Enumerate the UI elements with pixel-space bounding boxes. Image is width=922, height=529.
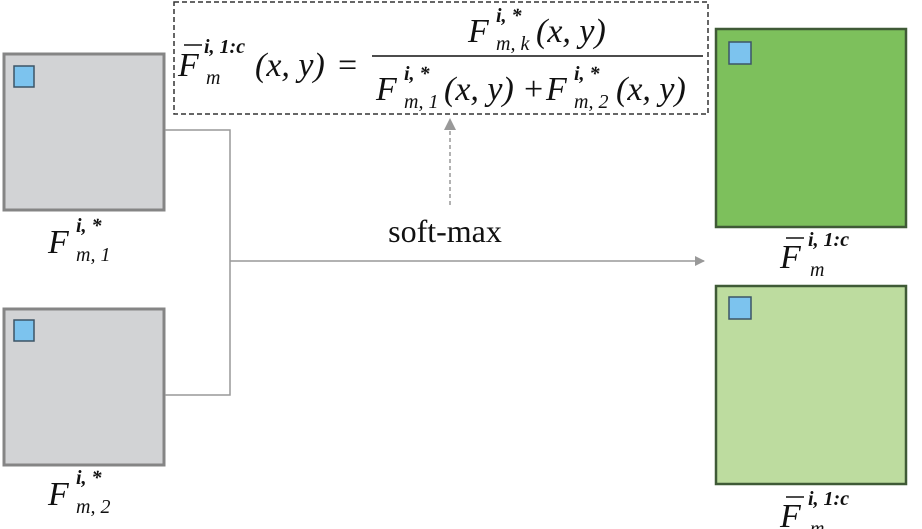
output-feature-map-2 [714,284,908,486]
merge-connector [165,129,231,396]
label-symbol: F [779,498,802,529]
label-sup: i, * [76,467,103,489]
den-symbol-1: F [375,71,398,108]
label-sup: i, 1:c [808,229,849,251]
patch-icon [13,319,35,342]
den-sub-2: m, 2 [574,91,608,113]
label-sup: i, 1:c [808,488,849,510]
input-feature-map-2 [2,307,166,467]
output-label-2: F i, 1:c m [779,488,849,529]
den-sup-2: i, * [574,63,601,85]
output-label-1: F i, 1:c m [779,229,849,281]
num-symbol: F [467,13,490,50]
lhs-symbol: F [177,47,200,84]
num-args: (x, y) [536,13,606,50]
patch-icon [728,296,752,320]
input-feature-map-1 [2,52,166,212]
input-label-1: F i, * m, 1 [47,215,110,266]
den-args-1: (x, y) [444,71,514,108]
den-args-2: (x, y) [616,71,686,108]
den-symbol-2: F [545,71,568,108]
label-sup: i, * [76,215,103,237]
patch-icon [13,65,35,88]
num-sup: i, * [496,5,523,27]
input-label-2: F i, * m, 2 [47,467,110,518]
formula-box [173,1,709,115]
softmax-label: soft-max [388,213,502,249]
num-sub: m, k [496,33,530,55]
den-sub-1: m, 1 [404,91,438,113]
label-sub: m [810,259,824,281]
lhs-sup: i, 1:c [204,36,245,58]
label-symbol: F [47,224,70,261]
label-symbol: F [47,476,70,513]
label-sub: m, 1 [76,244,110,266]
plus: + [524,71,543,108]
den-sup-1: i, * [404,63,431,85]
equals: = [338,47,357,84]
label-sub: m, 2 [76,496,110,518]
patch-icon [728,41,752,65]
lhs-args: (x, y) [255,47,325,84]
label-sub: m [810,518,824,529]
output-feature-map-1 [714,27,908,229]
label-symbol: F [779,239,802,276]
softmax-formula: F i, 1:c m (x, y) = F i, * m, k (x, y) F… [173,1,709,115]
lhs-sub: m [206,67,220,89]
